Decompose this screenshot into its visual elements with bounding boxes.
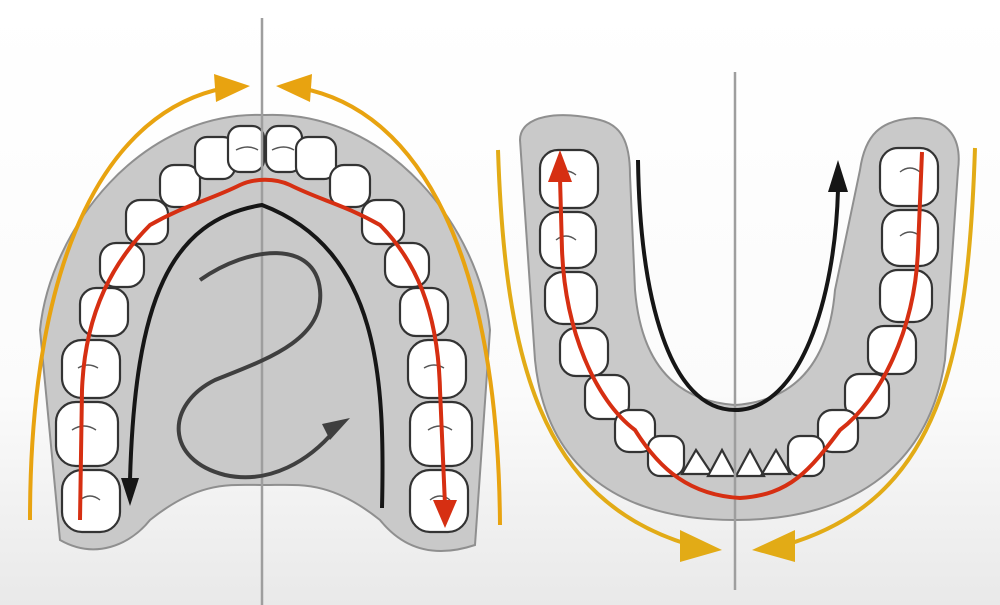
arrowhead-icon xyxy=(548,150,572,182)
lower-outer-left-arrow xyxy=(496,149,691,547)
arrowhead-icon xyxy=(828,160,848,192)
lower-arch-panel xyxy=(496,72,977,590)
arrowhead-icon xyxy=(433,500,457,528)
upper-s-curve-palate-path xyxy=(176,251,337,480)
arrowhead-icon xyxy=(322,418,350,440)
arrowhead-icon xyxy=(276,74,312,102)
upper-arch-panel xyxy=(28,18,502,605)
arrowhead-icon xyxy=(680,530,722,562)
upper-teeth-left xyxy=(54,124,266,534)
upper-outer-right-arrow xyxy=(299,86,502,526)
arrowhead-icon xyxy=(214,74,250,102)
lower-red-occlusal-path xyxy=(558,151,924,501)
upper-black-palatal-path xyxy=(128,202,385,509)
arrowhead-icon xyxy=(752,530,795,562)
lower-outer-right-arrow xyxy=(784,147,977,547)
upper-outer-left-arrow xyxy=(28,86,226,521)
lower-incisors xyxy=(680,447,792,478)
upper-red-occlusal-path xyxy=(78,177,447,521)
lower-black-lingual-path xyxy=(636,159,840,413)
arrowhead-icon xyxy=(121,478,139,506)
